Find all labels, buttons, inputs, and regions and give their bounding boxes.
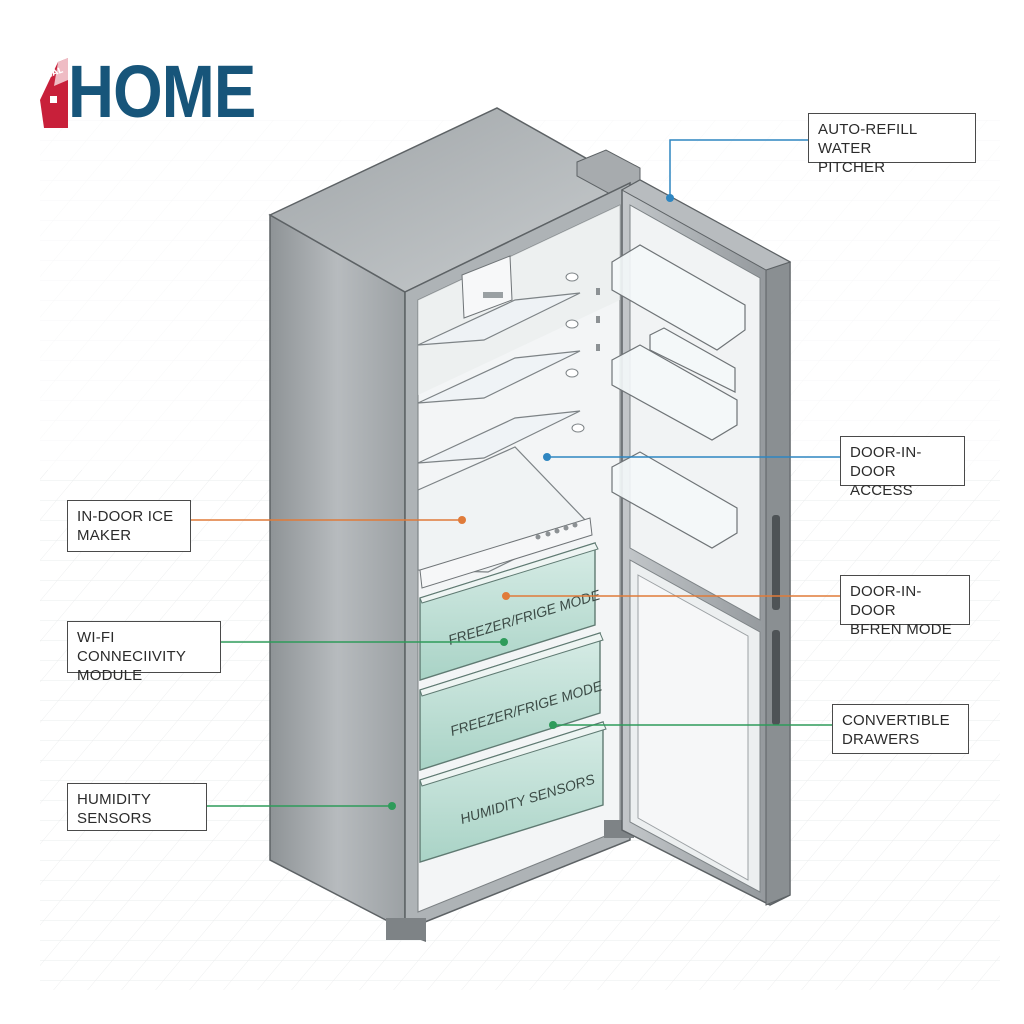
logo-house-icon: REAL <box>40 58 68 128</box>
callout-door-in-door-access: DOOR-IN-DOOR ACCESS <box>840 436 965 499</box>
door-bins <box>611 244 746 549</box>
callout-door-in-door-bfren-mode: DOOR-IN-DOOR BFREN MODE <box>840 575 970 638</box>
callout-humidity-sensors: HUMIDITY SENSORS <box>67 783 207 831</box>
cabinet-side <box>269 213 406 932</box>
logo-text: HOME <box>68 50 256 133</box>
leader-auto-refill <box>669 139 808 198</box>
glass-shelves <box>417 292 581 464</box>
door-handle-upper <box>772 515 780 610</box>
door-handle-lower <box>772 630 780 725</box>
callout-in-door-ice-maker: IN-DOOR ICE MAKER <box>67 500 191 552</box>
callout-wifi-connectivity-module: WI-FI CONNECIIVITY MODULE <box>67 621 221 684</box>
crisper-drawers <box>419 542 607 863</box>
callout-convertible-drawers: CONVERTIBLE DRAWERS <box>832 704 969 754</box>
callout-auto-refill-water-pitcher: AUTO-REFILL WATER PITCHER <box>808 113 976 176</box>
brand-logo[interactable]: HOME <box>38 52 286 132</box>
